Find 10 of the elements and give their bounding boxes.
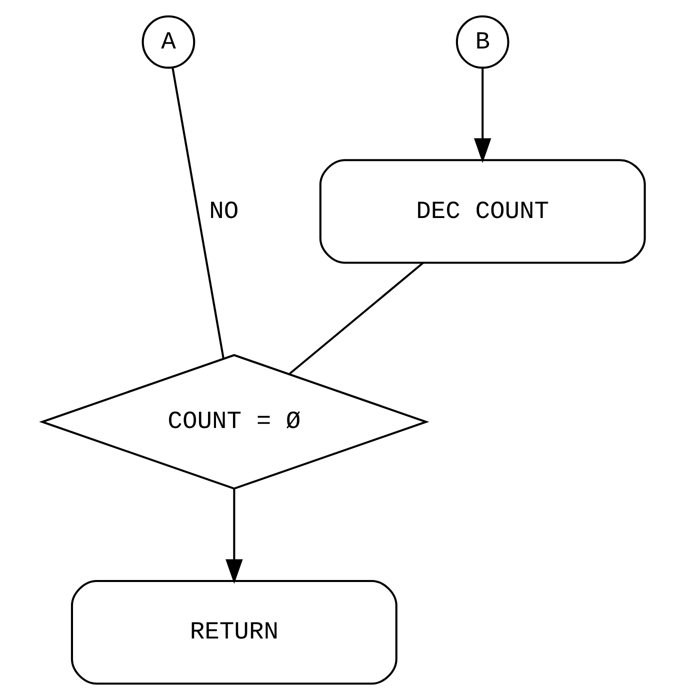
node-box: DEC COUNT [318, 159, 646, 264]
edge-label: NO [208, 198, 238, 226]
node-circle: B [455, 15, 509, 69]
node-box: RETURN [70, 580, 397, 685]
connector [171, 67, 224, 358]
arrow [473, 68, 491, 163]
node-diamond: COUNT = Ø [38, 354, 429, 490]
arrow [225, 488, 242, 584]
connector [288, 262, 424, 374]
node-circle: A [141, 15, 195, 69]
